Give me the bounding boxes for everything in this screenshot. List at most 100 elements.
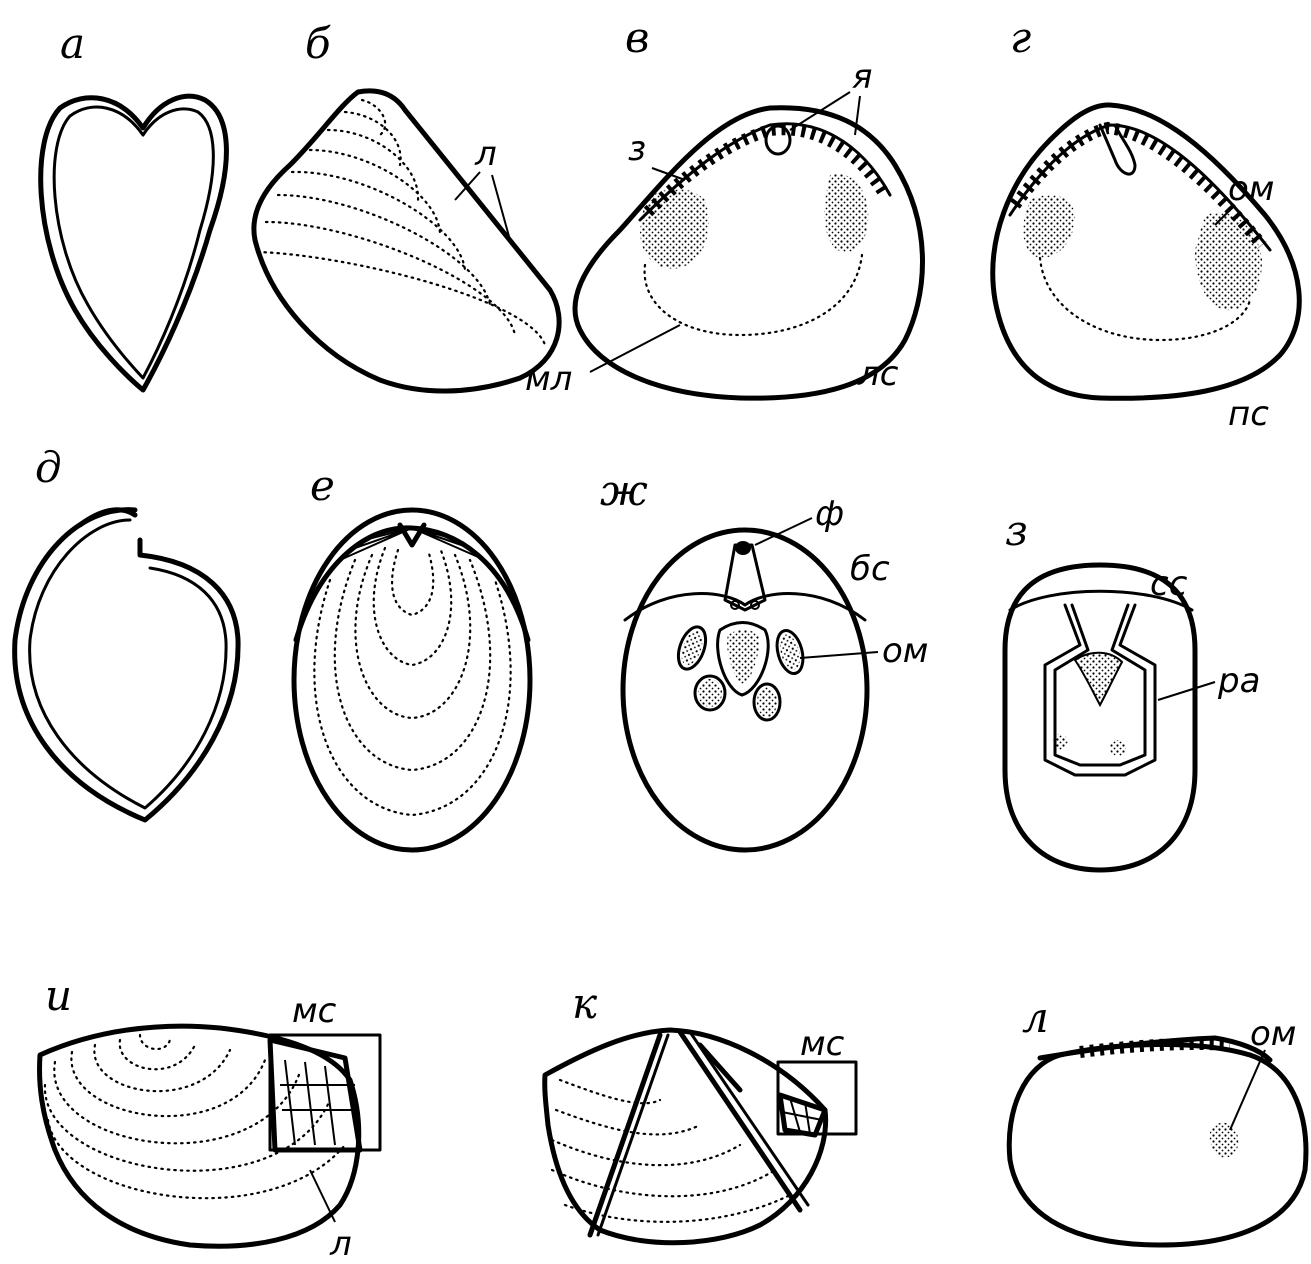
muscle-scar-3-zh	[693, 674, 727, 712]
muscle-scar-posterior-g	[1195, 212, 1262, 311]
muscle-scar-anterior-g	[1023, 195, 1075, 258]
muscle-scar-posterior-v	[824, 174, 869, 253]
muscle-scar-1-zh	[676, 625, 708, 671]
shell-outline-k	[542, 1027, 829, 1246]
rib-1-inner-k	[596, 1033, 670, 1237]
panel-letter-z: з	[1005, 506, 1028, 555]
panel-letter-g: г	[1010, 13, 1031, 62]
panel-e: е	[291, 461, 533, 853]
brachial-support-inner-z	[1053, 603, 1147, 767]
panel-letter-v: в	[625, 13, 649, 62]
growth-lines-b	[256, 98, 547, 347]
panel-letter-a: а	[60, 19, 85, 68]
leader-v-z	[651, 167, 686, 181]
hinge-dark-l	[1079, 1037, 1231, 1058]
panel-letter-e: е	[310, 461, 335, 510]
hinge-teeth-v	[643, 123, 891, 217]
hinge-radial-e	[339, 527, 486, 561]
panel-d: д	[12, 443, 241, 823]
ligament-pit-v	[764, 124, 792, 156]
scar-left-z	[1052, 734, 1068, 750]
foramen-pit-zh	[735, 541, 751, 555]
label-v-z: з	[628, 129, 646, 169]
shell-outline-b	[251, 88, 562, 394]
label-zh-bs: бс	[850, 549, 890, 589]
muscle-scar-l	[1209, 1122, 1239, 1158]
panel-letter-i: и	[45, 971, 72, 1020]
leader-v-ya-2	[854, 95, 861, 136]
sculpture-cells-k	[781, 1097, 823, 1135]
leader-zh-om	[799, 651, 879, 659]
sculpture-region-i	[267, 1037, 363, 1153]
label-v-ls: лс	[857, 354, 899, 394]
panel-letter-l: л	[1022, 993, 1049, 1042]
leader-z-ra	[1157, 681, 1216, 701]
cardinal-tooth-g	[1098, 123, 1137, 176]
label-v-ml: мл	[525, 359, 572, 399]
leader-v-ya-1	[789, 91, 851, 131]
shell-outline-a	[38, 93, 229, 393]
pit-1-zh	[730, 600, 740, 610]
umbo-hook-d	[77, 507, 138, 528]
muscle-scar-3-fill-zh	[698, 679, 722, 707]
pit-2-zh	[750, 600, 760, 610]
magnified-area-box-i	[268, 1033, 382, 1152]
panel-l: л ом	[1006, 993, 1309, 1248]
muscle-scar-2-fill-zh	[780, 634, 800, 670]
scar-right-z	[1110, 740, 1126, 756]
label-i-ms: мс	[292, 991, 337, 1031]
rib-2-k	[677, 1029, 803, 1213]
muscle-scar-2-zh	[775, 629, 805, 675]
shell-outline-l	[1006, 1042, 1309, 1248]
hinge-dark-k	[697, 1042, 743, 1093]
muscle-scar-4-fill-zh	[757, 687, 777, 717]
label-g-om: ом	[1228, 169, 1274, 209]
label-zh-om: ом	[882, 631, 928, 671]
leader-l-om	[1229, 1049, 1266, 1131]
growth-lines-i	[43, 1033, 347, 1200]
panel-i: и мс л	[37, 971, 382, 1264]
label-i-l: л	[329, 1224, 352, 1264]
pallial-line-v	[643, 253, 864, 337]
adductor-scar-z	[1075, 652, 1122, 705]
muscle-scar-anterior-v	[640, 188, 709, 269]
shell-outline-i	[37, 1023, 362, 1249]
panel-letter-k: к	[572, 979, 598, 1028]
panel-b: б л	[251, 19, 562, 394]
leader-i-l	[309, 1169, 336, 1223]
sculpture-cells-i	[280, 1059, 358, 1146]
panel-letter-d: д	[35, 443, 62, 492]
label-l-om: ом	[1250, 1014, 1296, 1054]
label-z-ra: ра	[1217, 661, 1260, 701]
leader-zh-f	[754, 517, 813, 546]
growth-lines-e	[313, 546, 512, 817]
panel-letter-zh: ж	[600, 466, 648, 515]
umbo-e	[397, 522, 427, 548]
shell-inner-d	[28, 518, 228, 810]
panel-k: к мс	[542, 979, 858, 1246]
leader-b-l-1	[454, 171, 481, 201]
panel-v: в з я мл лс	[525, 13, 925, 401]
leader-b-l-2	[491, 174, 511, 241]
label-k-ms: мс	[800, 1024, 845, 1064]
label-z-ss: сс	[1150, 564, 1188, 604]
shell-outline-d	[12, 507, 241, 823]
rib-1-k	[587, 1032, 663, 1238]
label-v-ya: я	[852, 57, 872, 97]
panel-a: а	[38, 19, 229, 393]
panel-zh: ж ф бс ом	[600, 466, 928, 853]
muscle-scar-4-zh	[752, 682, 782, 722]
growth-lines-k	[550, 1078, 792, 1223]
label-zh-f: ф	[815, 494, 844, 534]
shell-outline-e	[291, 507, 533, 853]
panel-g: г ом пс	[990, 13, 1302, 434]
leader-g-om	[1214, 204, 1236, 226]
shell-outline-v	[572, 105, 925, 401]
leader-v-ml	[589, 324, 681, 373]
shell-inner-a	[52, 105, 215, 380]
magnified-area-box-k	[776, 1060, 858, 1136]
shell-outline-g	[990, 102, 1302, 401]
label-b-l: л	[474, 134, 497, 174]
panel-z: з сс ра	[1002, 506, 1260, 873]
